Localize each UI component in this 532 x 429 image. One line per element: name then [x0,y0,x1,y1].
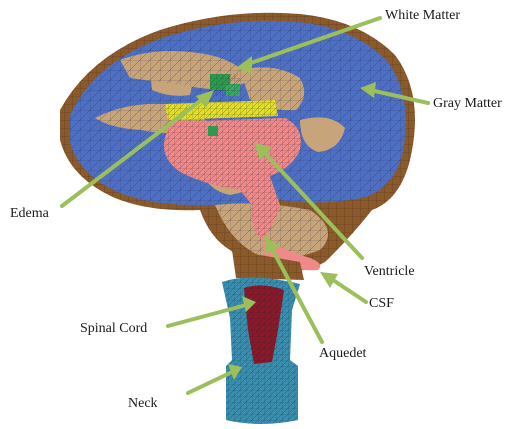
label-neck: Neck [128,396,158,412]
label-white-matter: White Matter [385,8,460,24]
arrow-neck [188,372,232,393]
label-edema: Edema [10,206,49,222]
label-spinal-cord: Spinal Cord [80,321,147,337]
label-aqueduct: Aquedet [319,346,366,362]
label-csf: CSF [369,296,394,312]
label-ventricle: Ventricle [364,264,415,280]
label-gray-matter: Gray Matter [433,96,502,112]
arrow-csf [330,278,366,302]
